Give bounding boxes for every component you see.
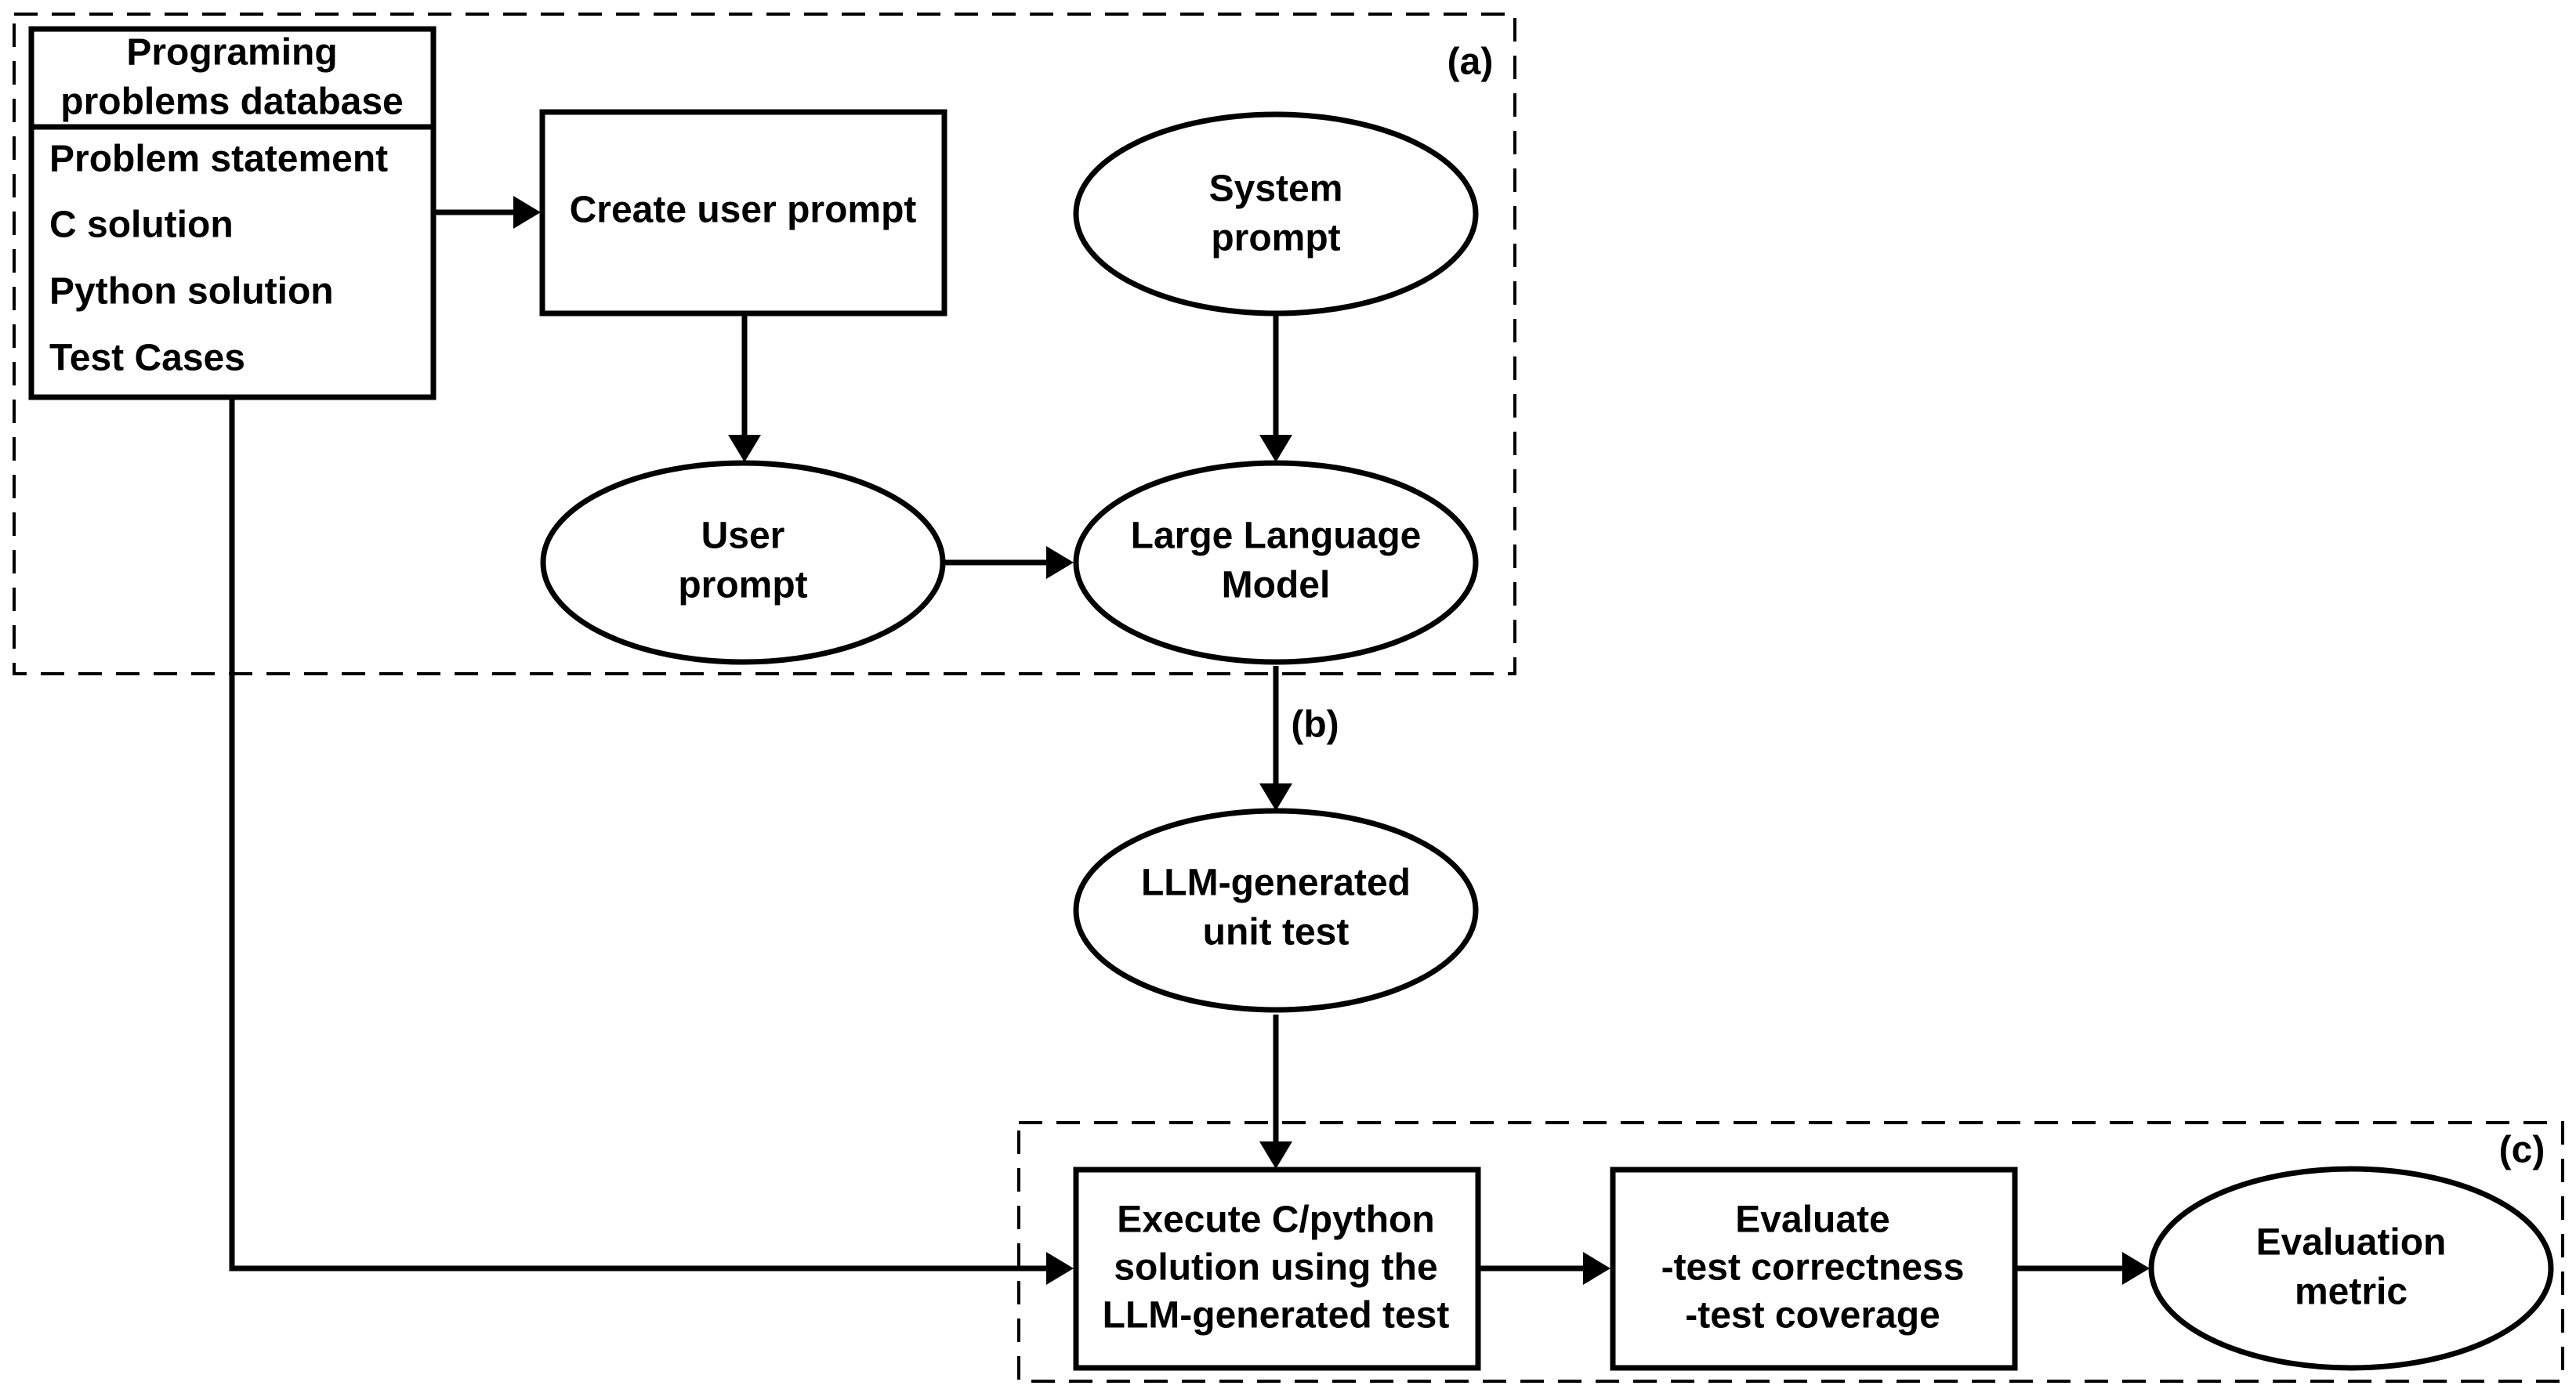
database-item-test-cases: Test Cases [49, 338, 245, 379]
arrowhead [1259, 783, 1292, 811]
evaluation-metric-ellipse [2148, 1166, 2554, 1371]
evaluate-label-line2: -test correctness [1661, 1247, 1965, 1289]
database-title-line1: Programing [126, 32, 337, 74]
arrowhead [2122, 1252, 2150, 1285]
system-prompt-node: System prompt [1073, 111, 1479, 317]
user-prompt-label-line1: User [701, 516, 785, 557]
region-c-label: (c) [2499, 1130, 2545, 1171]
evaluation-metric-node: Evaluation metric [2148, 1166, 2554, 1371]
database-item-problem-statement: Problem statement [49, 139, 388, 180]
arrowhead [728, 435, 761, 462]
database-box [28, 26, 437, 400]
database-item-python-solution: Python solution [49, 271, 334, 313]
arrowhead [1259, 435, 1292, 462]
create-user-prompt-label: Create user prompt [570, 190, 917, 231]
region-a-frame [13, 13, 1516, 675]
unit-test-ellipse [1073, 808, 1479, 1013]
user-prompt-label-line2: prompt [678, 565, 807, 606]
execute-box [1073, 1167, 1481, 1371]
unit-test-label-line2: unit test [1203, 912, 1350, 953]
create-user-prompt-box [539, 109, 947, 317]
llm-ellipse [1073, 460, 1479, 665]
evaluate-label-line1: Evaluate [1735, 1199, 1889, 1241]
execute-node: Execute C/python solution using the LLM-… [1073, 1167, 1481, 1371]
system-prompt-ellipse [1073, 111, 1479, 317]
connectors [229, 196, 2150, 1285]
region-b-label: (b) [1291, 704, 1339, 746]
region-c-frame [1017, 1121, 2564, 1383]
execute-label-line2: solution using the [1114, 1247, 1437, 1289]
database-title-line2: problems database [60, 81, 403, 123]
evaluate-label-line3: -test coverage [1685, 1295, 1940, 1337]
user-prompt-ellipse [540, 460, 946, 665]
evaluation-metric-label-line1: Evaluation [2256, 1222, 2447, 1264]
arrowhead [513, 196, 541, 229]
unit-test-label-line1: LLM-generated [1141, 863, 1411, 904]
system-prompt-label-line2: prompt [1211, 218, 1340, 259]
user-prompt-node: User prompt [540, 460, 946, 665]
system-prompt-label-line1: System [1209, 168, 1343, 210]
evaluate-node: Evaluate -test correctness -test coverag… [1610, 1167, 2018, 1371]
problems-database: Programing problems database Problem sta… [28, 26, 437, 400]
llm-label-line1: Large Language [1131, 516, 1422, 557]
arrowhead [1046, 546, 1074, 579]
create-user-prompt-node: Create user prompt [539, 109, 947, 317]
llm-label-line2: Model [1222, 565, 1331, 606]
unit-test-node: LLM-generated unit test [1073, 808, 1479, 1013]
arrowhead [1583, 1252, 1610, 1285]
edge-database-to-execute [229, 397, 1054, 1272]
llm-node: Large Language Model [1073, 460, 1479, 665]
arrowhead [1259, 1141, 1292, 1169]
execute-label-line3: LLM-generated test [1103, 1295, 1450, 1337]
evaluation-metric-label-line2: metric [2295, 1272, 2408, 1313]
evaluate-box [1610, 1167, 2018, 1371]
execute-label-line1: Execute C/python [1117, 1199, 1434, 1241]
region-a-label: (a) [1447, 42, 1494, 83]
database-item-c-solution: C solution [49, 204, 234, 246]
arrowhead [1046, 1252, 1074, 1285]
